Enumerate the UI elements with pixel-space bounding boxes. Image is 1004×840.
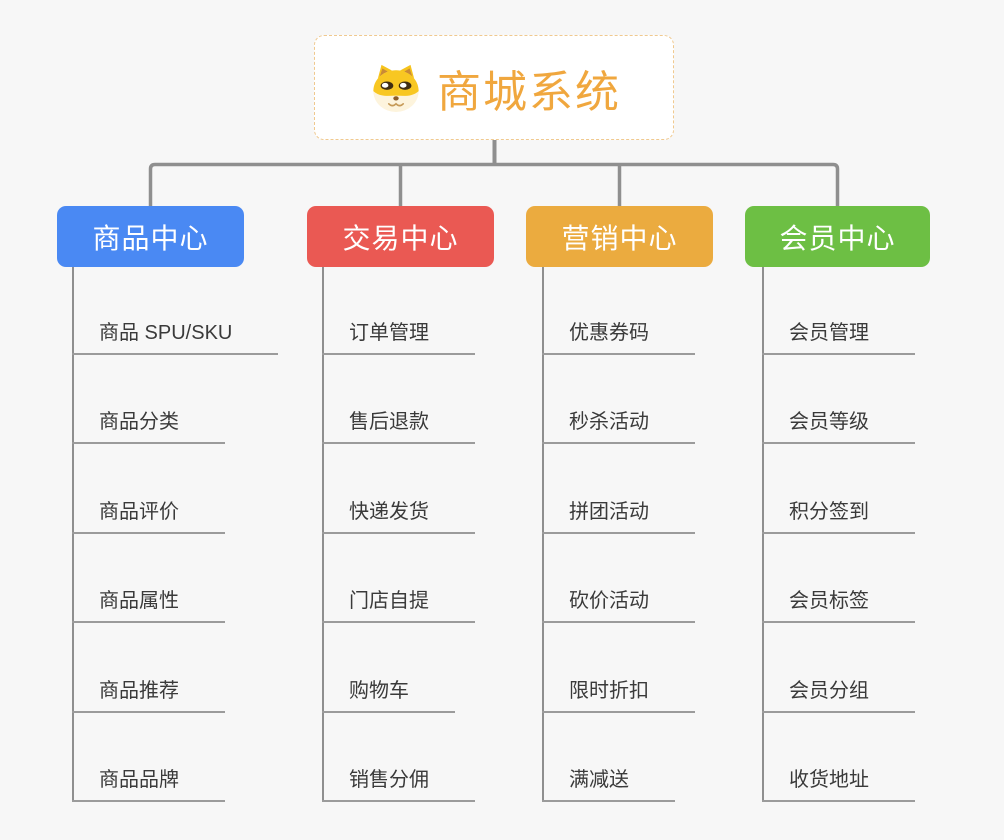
leaf-node[interactable]: 会员标签 [762, 587, 915, 623]
branch-bus-line [148, 162, 840, 206]
leaf-node[interactable]: 商品评价 [72, 498, 225, 534]
leaf-node[interactable]: 满减送 [542, 766, 675, 802]
branch-node-marketing-center[interactable]: 营销中心 [526, 206, 713, 267]
leaf-node[interactable]: 门店自提 [322, 587, 475, 623]
root-title: 商城系统 [437, 67, 621, 117]
doge-icon [367, 61, 425, 114]
leaf-node[interactable]: 商品分类 [72, 408, 225, 444]
leaf-node[interactable]: 限时折扣 [542, 677, 695, 713]
leaf-node[interactable]: 会员等级 [762, 408, 915, 444]
leaf-node[interactable]: 拼团活动 [542, 498, 695, 534]
branch-label: 营销中心 [561, 222, 678, 254]
leaf-node[interactable]: 商品 SPU/SKU [72, 319, 279, 355]
branch-node-member-center[interactable]: 会员中心 [745, 206, 930, 267]
branch-node-product-center[interactable]: 商品中心 [57, 206, 244, 267]
leaf-node[interactable]: 订单管理 [322, 319, 475, 355]
leaf-node[interactable]: 秒杀活动 [542, 408, 695, 444]
leaf-node[interactable]: 售后退款 [322, 408, 475, 444]
branch-label: 商品中心 [92, 222, 209, 254]
root-node[interactable]: 商城系统 [314, 35, 674, 140]
branch-label: 交易中心 [342, 222, 459, 254]
leaf-node[interactable]: 积分签到 [762, 498, 915, 534]
leaf-node[interactable]: 快递发货 [322, 498, 475, 534]
leaf-node[interactable]: 会员分组 [762, 677, 915, 713]
branch-label: 会员中心 [779, 222, 896, 254]
leaf-node[interactable]: 购物车 [322, 677, 455, 713]
leaf-node[interactable]: 优惠券码 [542, 319, 695, 355]
leaf-node[interactable]: 商品推荐 [72, 677, 225, 713]
branch-node-trade-center[interactable]: 交易中心 [307, 206, 494, 267]
leaf-node[interactable]: 商品属性 [72, 587, 225, 623]
leaf-node[interactable]: 收货地址 [762, 766, 915, 802]
leaf-node[interactable]: 会员管理 [762, 319, 915, 355]
leaf-node[interactable]: 砍价活动 [542, 587, 695, 623]
leaf-node[interactable]: 销售分佣 [322, 766, 475, 802]
leaf-node[interactable]: 商品品牌 [72, 766, 225, 802]
